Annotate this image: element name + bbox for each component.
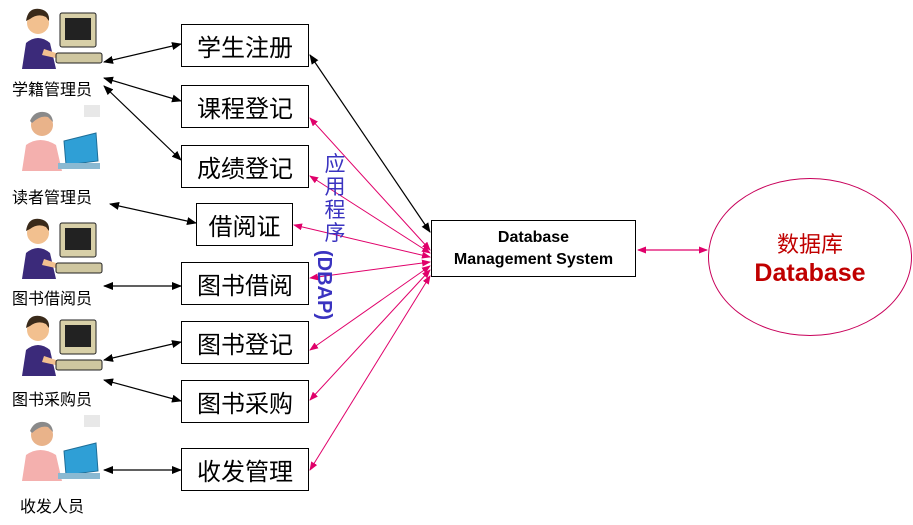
link-registrar-student-registration xyxy=(103,42,182,64)
dbms-label-line1: Database xyxy=(497,228,570,246)
app-box-library-card: 借阅证 xyxy=(196,203,293,246)
admin-at-computer-icon xyxy=(22,315,103,376)
role-label-lending-clerk: 图书借阅员 xyxy=(12,289,93,308)
app-box-grade-registration: 成绩登记 xyxy=(181,145,309,188)
database-label-chinese: 数据库 xyxy=(776,232,843,258)
admin-at-computer-icon xyxy=(22,218,103,279)
app-box-book-purchase: 图书采购 xyxy=(181,380,309,423)
user-at-laptop-icon xyxy=(22,105,100,171)
app-box-book-lending: 图书借阅 xyxy=(181,262,309,305)
app-box-course-registration: 课程登记 xyxy=(181,85,309,128)
role-label-registrar: 学籍管理员 xyxy=(12,80,93,99)
dbap-label-english: (DBAP) xyxy=(313,250,335,320)
database-node: 数据库 Database xyxy=(708,178,912,336)
admin-at-computer-icon xyxy=(22,8,103,69)
link-purchaser-book-registration xyxy=(103,340,182,362)
user-at-laptop-icon xyxy=(22,415,100,481)
role-label-purchaser: 图书采购员 xyxy=(12,390,93,409)
app-box-mail-management: 收发管理 xyxy=(181,448,309,491)
role-label-mail-clerk: 收发人员 xyxy=(20,497,85,516)
link-library-card-dbms xyxy=(293,223,431,259)
link-purchaser-book-purchase xyxy=(103,378,182,403)
link-registrar-grade-registration xyxy=(103,85,182,161)
dbms-box: Database Management System xyxy=(431,220,636,277)
database-label-english: Database xyxy=(754,258,866,287)
dbap-label-chinese: 应用程序 xyxy=(324,152,346,245)
link-mail-management-dbms xyxy=(309,275,431,471)
app-box-book-registration: 图书登记 xyxy=(181,321,309,364)
link-reader-admin-library-card xyxy=(109,202,197,225)
dbms-label-line2: Management System xyxy=(453,250,614,268)
role-label-reader-admin: 读者管理员 xyxy=(12,188,93,207)
app-box-student-registration: 学生注册 xyxy=(181,24,309,67)
